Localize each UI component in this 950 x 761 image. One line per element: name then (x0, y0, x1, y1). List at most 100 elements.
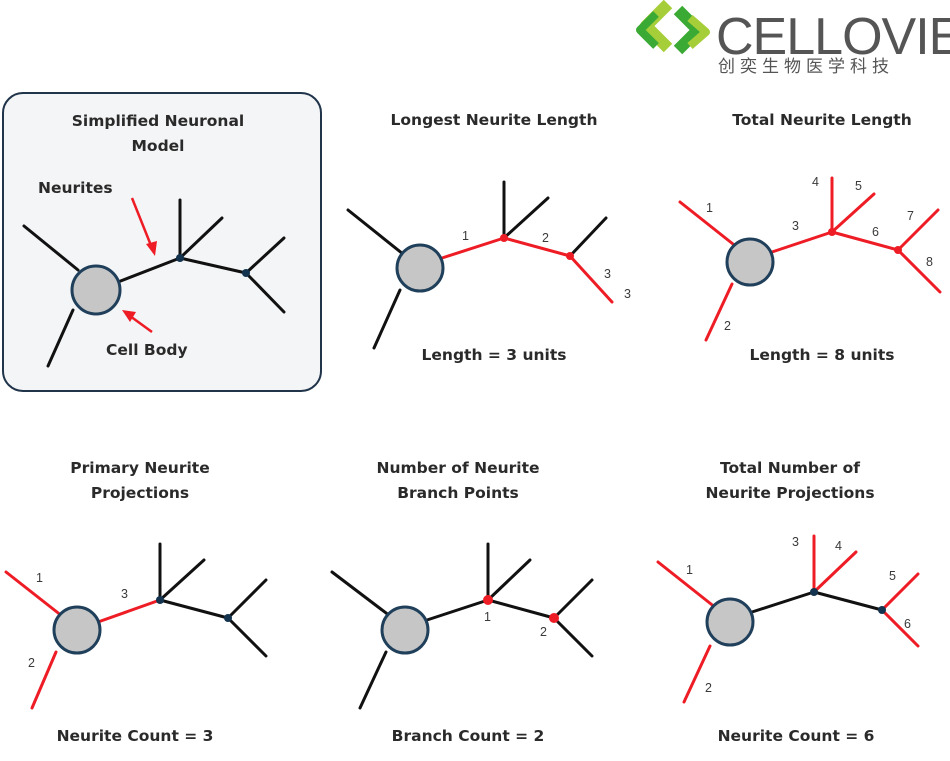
neurite-projection (880, 608, 920, 648)
branch-node (176, 254, 184, 262)
neurite-projection (880, 572, 920, 612)
neurite (812, 590, 884, 612)
panel-title-line: Primary Neurite (70, 459, 209, 477)
cell-body (52, 605, 102, 655)
segment-number: 3 (792, 219, 799, 233)
neurite (22, 224, 80, 272)
longest-path-segment (440, 236, 506, 260)
neurite (704, 282, 734, 342)
cellovie-logo-mark (636, 0, 710, 55)
neurite-number: 1 (36, 571, 43, 585)
panel-caption: Neurite Count = 6 (718, 727, 875, 745)
panel-total-length: Total Neurite Length 1 2 3 4 5 6 7 8 Len… (678, 111, 942, 364)
neurite (552, 578, 594, 620)
primary-neurite (96, 598, 162, 624)
neurite-projection (656, 560, 718, 610)
panel-total-projections: Total Number of Neurite Projections 1 2 … (656, 459, 920, 745)
segment-number: 1 (706, 201, 713, 215)
cell-body (725, 237, 775, 287)
neurite (425, 598, 490, 622)
branch-node (878, 606, 886, 614)
panel-branch-points: Number of Neurite Branch Points 1 2 Bran… (330, 459, 594, 745)
panel-title: Longest Neurite Length (391, 111, 598, 129)
panel-title-line: Total Number of (720, 459, 860, 477)
panel-primary: Primary Neurite Projections 1 2 3 Neurit… (4, 459, 268, 745)
neurite-projection (682, 644, 712, 704)
neurite-number: 2 (28, 656, 35, 670)
neurite-projection (812, 550, 858, 594)
panel-model: Simplified Neuronal Model Neurites Cell … (2, 92, 322, 392)
neurite (116, 256, 182, 284)
branch-node (894, 246, 902, 254)
segment-number: 4 (812, 175, 819, 189)
neurite (896, 248, 942, 294)
neurite (178, 216, 224, 260)
segment-number: 5 (855, 179, 862, 193)
primary-neurite (4, 570, 64, 618)
segment-number: 2 (542, 231, 549, 245)
branch-node (156, 596, 164, 604)
neurite (486, 598, 556, 620)
branch-point (483, 595, 493, 605)
panel-title-line: Branch Points (397, 484, 519, 502)
panel-title-line: Simplified Neuronal (72, 112, 244, 130)
cell-body-label: Cell Body (106, 341, 188, 359)
projection-number: 3 (792, 535, 799, 549)
panel-title-line: Number of Neurite (377, 459, 540, 477)
panel-caption: Length = 8 units (750, 346, 895, 364)
projection-number: 1 (686, 563, 693, 577)
neurite (678, 200, 740, 250)
panel-title-line: Neurite Projections (705, 484, 874, 502)
cell-body (70, 264, 122, 316)
model-panel-box (2, 92, 322, 392)
neurite (568, 216, 608, 258)
projection-number: 2 (705, 681, 712, 695)
cell-body-arrow (122, 310, 153, 334)
neurite (830, 230, 900, 252)
panel-longest: Longest Neurite Length 1 2 3 3 Length = … (346, 111, 631, 364)
neurite (358, 650, 388, 710)
neurite (244, 271, 286, 314)
neurites-label: Neurites (38, 179, 113, 197)
projection-number: 6 (904, 617, 911, 631)
panel-caption: Neurite Count = 3 (57, 727, 214, 745)
projection-number: 5 (889, 569, 896, 583)
segment-number: 2 (724, 319, 731, 333)
segment-number: 8 (926, 255, 933, 269)
panel-caption: Length = 3 units (422, 346, 567, 364)
neurite (226, 578, 268, 620)
branch-number: 1 (484, 610, 491, 624)
neurite (372, 288, 402, 350)
longest-path-segment (568, 254, 614, 304)
neurite (330, 570, 392, 618)
neurite (158, 598, 230, 620)
neurites-arrow (130, 197, 157, 256)
segment-number: 6 (872, 225, 879, 239)
panel-caption: Branch Count = 2 (392, 727, 545, 745)
branch-number: 2 (540, 625, 547, 639)
neurite (830, 192, 876, 234)
cell-body (395, 243, 445, 293)
segment-number: 1 (462, 229, 469, 243)
neurite (244, 236, 286, 275)
primary-neurite (30, 650, 58, 710)
panel-title: Total Neurite Length (732, 111, 912, 129)
branch-node (810, 588, 818, 596)
segment-number: 3 (604, 267, 611, 281)
cell-body (705, 597, 755, 647)
branch-node (224, 614, 232, 622)
panel-title-line: Projections (91, 484, 189, 502)
cell-body (380, 605, 430, 655)
segment-number: 3 (624, 287, 631, 301)
neurite (552, 616, 594, 658)
neurite (226, 616, 268, 658)
brand-subtitle: 创奕生物医学科技 (718, 57, 894, 77)
branch-node (242, 269, 250, 277)
branch-node (828, 228, 836, 236)
branch-node (566, 252, 574, 260)
brand-name: CELLOVIE (716, 8, 950, 66)
branch-point (549, 613, 559, 623)
neurite (158, 558, 206, 602)
neurite (502, 196, 550, 240)
